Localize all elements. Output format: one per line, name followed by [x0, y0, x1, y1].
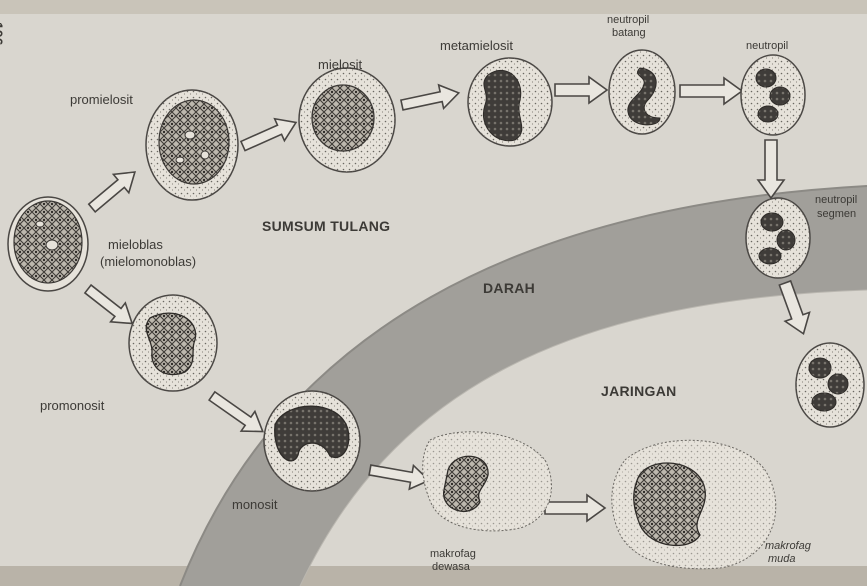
cell-neutropil — [741, 55, 805, 135]
page-number: 106 — [0, 22, 6, 45]
label-makrofag-dewasa-2: dewasa — [432, 561, 470, 573]
region-label-blood: DARAH — [483, 280, 535, 296]
label-neutropil-segmen-2: segmen — [817, 208, 856, 220]
label-monosit: monosit — [232, 497, 278, 512]
cell-neutropil-segmen — [746, 198, 810, 278]
label-neutropil-batang-2: batang — [612, 27, 646, 39]
label-makrofag-dewasa-1: makrofag — [430, 548, 476, 560]
region-label-marrow: SUMSUM TULANG — [262, 218, 390, 234]
label-makrofag-muda-1: makrofag — [765, 540, 811, 552]
region-label-tissue: JARINGAN — [601, 383, 677, 399]
label-metamielosit: metamielosit — [440, 38, 513, 53]
cell-mieloblas — [8, 197, 88, 291]
label-promonosit: promonosit — [40, 398, 104, 413]
cell-neutropil-jaringan — [796, 343, 864, 427]
label-promielosit: promielosit — [70, 92, 133, 107]
cell-promonosit — [129, 295, 217, 391]
cell-promielosit — [146, 90, 238, 200]
label-mieloblas-sub: (mielomonoblas) — [100, 254, 196, 269]
label-neutropil-segmen-1: neutropil — [815, 194, 857, 206]
label-mielosit: mielosit — [318, 57, 362, 72]
cell-neutropil-batang — [609, 50, 675, 134]
cell-makrofag-muda — [612, 440, 776, 568]
label-neutropil: neutropil — [746, 40, 788, 52]
cell-monosit — [264, 391, 360, 491]
cell-metamielosit — [468, 58, 552, 146]
label-mieloblas: mieloblas — [108, 237, 163, 252]
page-edge — [0, 0, 867, 14]
label-makrofag-muda-2: muda — [768, 553, 796, 565]
label-neutropil-batang-1: neutropil — [607, 14, 649, 26]
cell-mielosit — [299, 68, 395, 172]
